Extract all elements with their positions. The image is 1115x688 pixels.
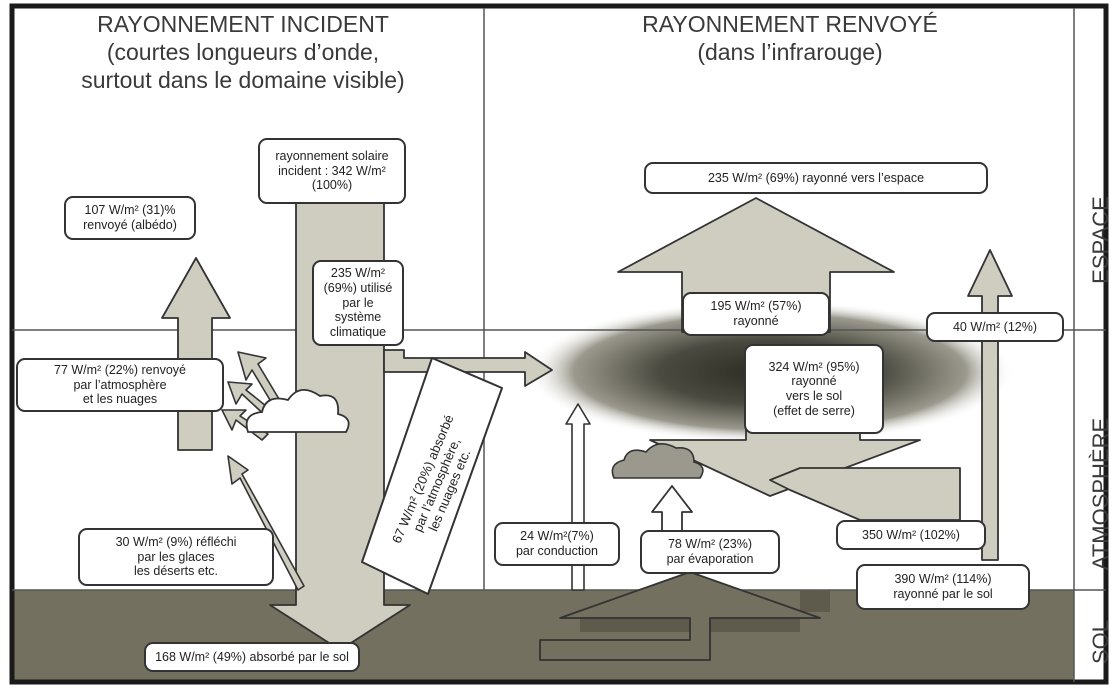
renvoye-atmosphere-box: 77 W/m² (22%) renvoyé par l’atmosphère e…: [16, 358, 224, 412]
surface-350-label: 350 W/m² (102%): [862, 527, 960, 542]
header-renvoye-line1: RAYONNEMENT RENVOYÉ: [642, 11, 938, 37]
effet-serre-box: 324 W/m² (95%) rayonné vers le sol (effe…: [744, 344, 884, 434]
rayonne-195-box: 195 W/m² (57%) rayonné: [682, 292, 830, 336]
absorbe-sol-box: 168 W/m² (49%) absorbé par le sol: [144, 642, 360, 672]
effet-serre-label: 324 W/m² (95%) rayonné vers le sol (effe…: [768, 359, 860, 418]
header-incident: RAYONNEMENT INCIDENT (courtes longueurs …: [8, 10, 478, 94]
albedo-arrow: [161, 257, 231, 451]
zone-label-atmosphere: ATMOSPHÈRE: [1088, 417, 1113, 571]
fenetre-40-label: 40 W/m² (12%): [952, 319, 1038, 334]
absorbe-atmosphere-box: [361, 357, 503, 595]
conduction-box: 24 W/m²(7%) par conduction: [494, 522, 620, 566]
sol-390-label: 390 W/m² (114%) rayonné par le sol: [893, 572, 993, 601]
zone-label-espace: ESPACE: [1088, 196, 1113, 284]
header-incident-line2: (courtes longueurs d’onde,: [106, 39, 380, 66]
fenetre-40-box: 40 W/m² (12%): [926, 312, 1064, 342]
reflechi-glaces-box: 30 W/m² (9%) réfléchi par les glaces les…: [78, 528, 274, 586]
solar-incident-label: rayonnement solaire incident : 342 W/m² …: [275, 148, 389, 193]
header-renvoye: RAYONNEMENT RENVOYÉ (dans l’infrarouge): [520, 10, 1060, 66]
cloud-right-icon: [611, 443, 704, 479]
conduction-label: 24 W/m²(7%) par conduction: [515, 529, 598, 558]
espace-total-box: 235 W/m² (69%) rayonné vers l’espace: [644, 162, 988, 194]
sol-390-box: 390 W/m² (114%) rayonné par le sol: [856, 564, 1030, 610]
renvoye-atmosphere-label: 77 W/m² (22%) renvoyé par l’atmosphère e…: [54, 362, 186, 407]
utilise-label: 235 W/m² (69%) utilisé par le système cl…: [323, 266, 393, 340]
albedo-box: 107 W/m² (31)% renvoyé (albédo): [64, 196, 196, 240]
surface-350-box: 350 W/m² (102%): [836, 520, 986, 550]
reflechi-glaces-label: 30 W/m² (9%) réfléchi par les glaces les…: [115, 534, 237, 579]
atmospheric-window-arrow: [967, 249, 1013, 561]
evaporation-box: 78 W/m² (23%) par évaporation: [640, 530, 780, 574]
header-renvoye-line2: (dans l’infrarouge): [697, 39, 883, 66]
solar-incident-box: rayonnement solaire incident : 342 W/m² …: [258, 138, 406, 204]
zone-label-sol: SOL: [1088, 619, 1113, 665]
espace-total-label: 235 W/m² (69%) rayonné vers l’espace: [707, 170, 925, 185]
header-incident-line3: surtout dans le domaine visible): [81, 67, 405, 94]
utilise-box: 235 W/m² (69%) utilisé par le système cl…: [312, 260, 404, 346]
absorbe-sol-label: 168 W/m² (49%) absorbé par le sol: [155, 649, 349, 664]
cloud-left-icon: [245, 389, 350, 433]
header-incident-line1: RAYONNEMENT INCIDENT: [97, 11, 389, 37]
evaporation-label: 78 W/m² (23%) par évaporation: [666, 537, 754, 566]
outer-frame: [9, 3, 1109, 685]
albedo-label: 107 W/m² (31)% renvoyé (albédo): [83, 203, 177, 232]
rayonne-195-label: 195 W/m² (57%) rayonné: [710, 299, 802, 328]
ground-emission-arrow: [539, 571, 830, 661]
